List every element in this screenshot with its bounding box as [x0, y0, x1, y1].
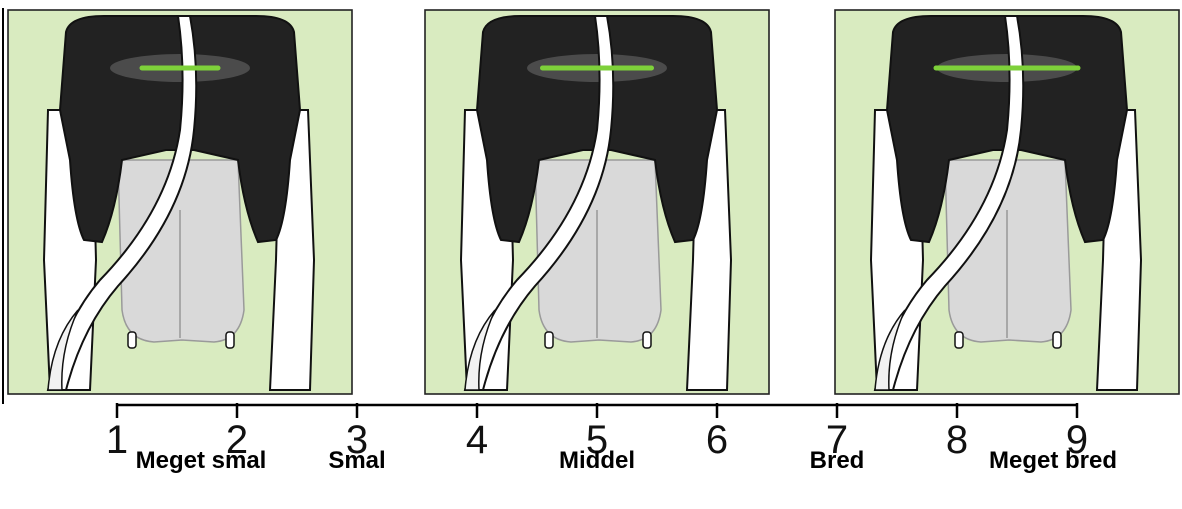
panel-medium [425, 10, 769, 394]
panels [8, 10, 1179, 394]
category-label: Smal [328, 447, 385, 475]
category-label: Meget bred [989, 447, 1117, 475]
cow-rear-view [44, 16, 314, 390]
tick-label-8: 8 [946, 418, 968, 462]
panel-wide [835, 10, 1179, 394]
category-label: Middel [559, 447, 635, 475]
cow-rear-view [871, 16, 1141, 390]
tick-label-1: 1 [106, 418, 128, 462]
tick-label-4: 4 [466, 418, 488, 462]
cow-rear-view [461, 16, 731, 390]
category-label: Meget smal [136, 447, 267, 475]
panel-narrow [8, 10, 352, 394]
category-label: Bred [810, 447, 865, 475]
tick-label-6: 6 [706, 418, 728, 462]
